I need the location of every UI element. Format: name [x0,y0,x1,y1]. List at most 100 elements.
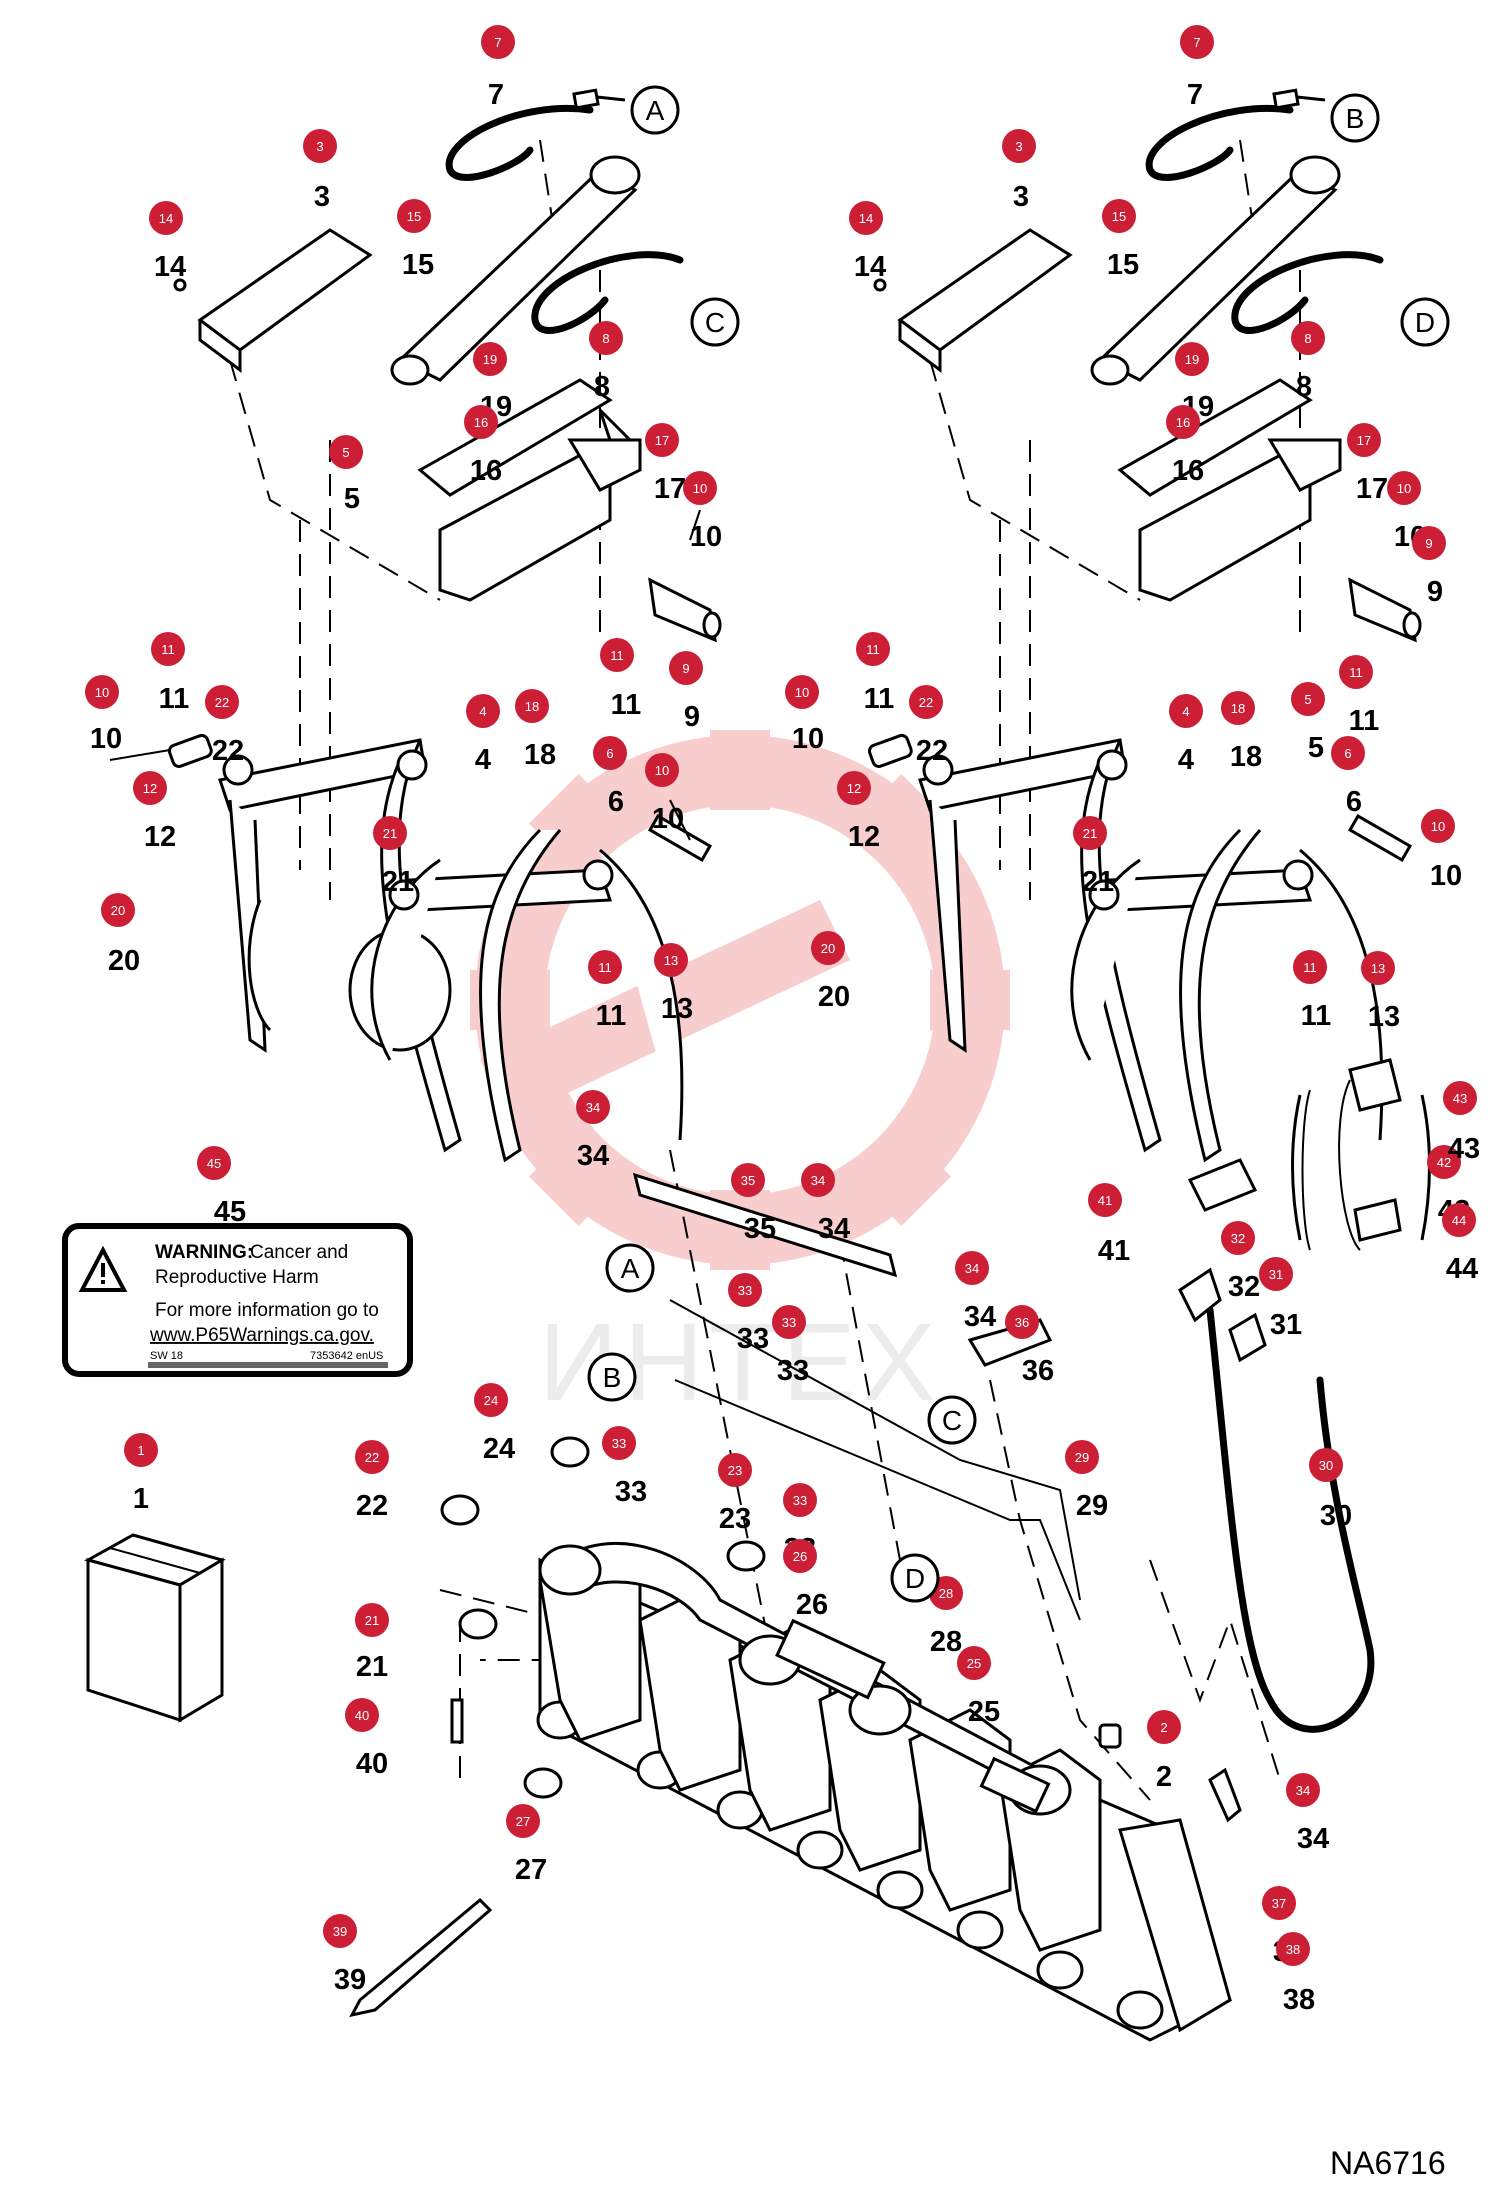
part-bubble-number-1: 3 [316,139,323,154]
part-bubble-number-41: 12 [847,781,861,796]
warning-code-right: 7353642 enUS [310,1350,383,1362]
part-bubble-27 [1102,199,1136,233]
part-label-15: 10 [90,723,122,755]
part-bubble-number-34: 11 [1349,665,1363,680]
part-bubble-number-27: 15 [1112,209,1126,224]
part-bubble-number-14: 11 [161,642,175,657]
figure-code: NA6716 [1330,2145,1446,2181]
part-bubble-29 [1175,342,1209,376]
part-bubble-number-72: 39 [333,1924,347,1939]
part-bubble-28 [1291,321,1325,355]
part-bubble-72 [323,1914,357,1948]
right-grapple-assembly [867,88,1422,1163]
part-bubble-number-29: 19 [1185,352,1199,367]
part-bubble-number-16: 22 [215,695,229,710]
part-label-42: 6 [1346,786,1362,818]
part-bubble-number-12: 4 [479,704,486,719]
part-bubble-number-31: 17 [1357,433,1371,448]
part-bubble-31 [1347,423,1381,457]
part-bubble-11 [600,638,634,672]
part-bubble-42 [1331,736,1365,770]
part-label-70: 34 [1297,1823,1329,1855]
part-bubble-number-59: 23 [728,1463,742,1478]
part-label-30: 16 [1172,455,1204,487]
part-bubble-number-49: 35 [741,1173,755,1188]
part-bubble-49 [731,1163,765,1197]
part-bubble-10 [669,651,703,685]
part-bubble-number-44: 21 [1083,826,1097,841]
part-label-74: 30 [1320,1500,1352,1532]
part-bubble-number-7: 17 [655,433,669,448]
part-label-57: 33 [615,1476,647,1508]
part-label-48: 34 [577,1140,609,1172]
part-label-17: 12 [144,821,176,853]
part-label-62: 1 [133,1483,149,1515]
part-label-65: 21 [356,1651,388,1683]
part-label-66: 25 [968,1696,1000,1728]
part-label-40: 22 [916,735,948,767]
part-bubble-number-36: 18 [1231,701,1245,716]
part-bubble-number-60: 33 [793,1493,807,1508]
part-bubble-number-15: 10 [95,685,109,700]
part-bubble-37 [1291,682,1325,716]
part-bubble-76 [1427,1145,1461,1179]
part-bubble-number-64: 28 [939,1586,953,1601]
callout-circle-C [690,297,740,347]
part-bubble-number-33: 9 [1425,536,1432,551]
part-bubble-number-52: 33 [738,1283,752,1298]
part-bubble-43 [1421,809,1455,843]
part-label-21: 20 [108,945,140,977]
part-label-6: 16 [470,455,502,487]
left-grapple-assembly [109,88,722,1163]
callout-circle-C2 [927,1395,977,1445]
part-bubble-number-30: 16 [1176,415,1190,430]
part-bubble-number-19: 10 [655,763,669,778]
part-bubble-78 [1442,1203,1476,1237]
part-bubble-41 [837,771,871,805]
part-bubble-number-77: 43 [1453,1091,1467,1106]
warning-title-rest: Cancer and [250,1242,348,1263]
part-bubble-67 [345,1698,379,1732]
part-label-7: 17 [654,473,686,505]
part-bubble-number-24: 7 [1193,35,1200,50]
part-label-23: 13 [661,993,693,1025]
part-bubble-25 [1002,129,1036,163]
part-label-52: 33 [737,1323,769,1355]
part-bubble-50 [801,1163,835,1197]
part-bubble-number-39: 10 [795,685,809,700]
part-bubble-24 [1180,25,1214,59]
part-bubble-80 [1259,1257,1293,1291]
part-bubble-number-38: 11 [866,642,880,657]
part-bubble-60 [783,1483,817,1517]
part-bubble-number-54: 34 [965,1261,979,1276]
warning-label: WARNING: Cancer and Reproductive Harm Fo… [62,1223,413,1377]
part-bubble-number-67: 40 [355,1708,369,1723]
part-bubble-number-42: 6 [1344,746,1351,761]
part-bubble-23 [654,943,688,977]
part-label-31: 17 [1356,473,1388,505]
part-label-25: 3 [1013,181,1029,213]
part-bubble-number-71: 37 [1272,1896,1286,1911]
part-bubble-61 [1065,1440,1099,1474]
callout-label-D: D [1415,307,1435,338]
part-bubble-number-13: 18 [525,699,539,714]
part-label-46: 11 [1301,1000,1332,1032]
part-bubble-number-69: 27 [516,1814,530,1829]
part-bubble-13 [515,689,549,723]
part-bubble-number-35: 4 [1182,704,1189,719]
part-label-1: 3 [314,181,330,213]
part-bubble-number-63: 26 [793,1549,807,1564]
part-bubble-21 [101,893,135,927]
part-bubble-number-18: 6 [606,746,613,761]
part-label-8: 5 [344,483,360,515]
part-bubble-0 [481,25,515,59]
part-label-3: 15 [402,249,434,281]
part-label-19: 10 [652,803,684,835]
callout-circle-B2 [587,1352,637,1402]
part-label-9: 10 [690,521,722,553]
part-label-51: 45 [214,1196,246,1228]
part-bubble-52 [728,1273,762,1307]
